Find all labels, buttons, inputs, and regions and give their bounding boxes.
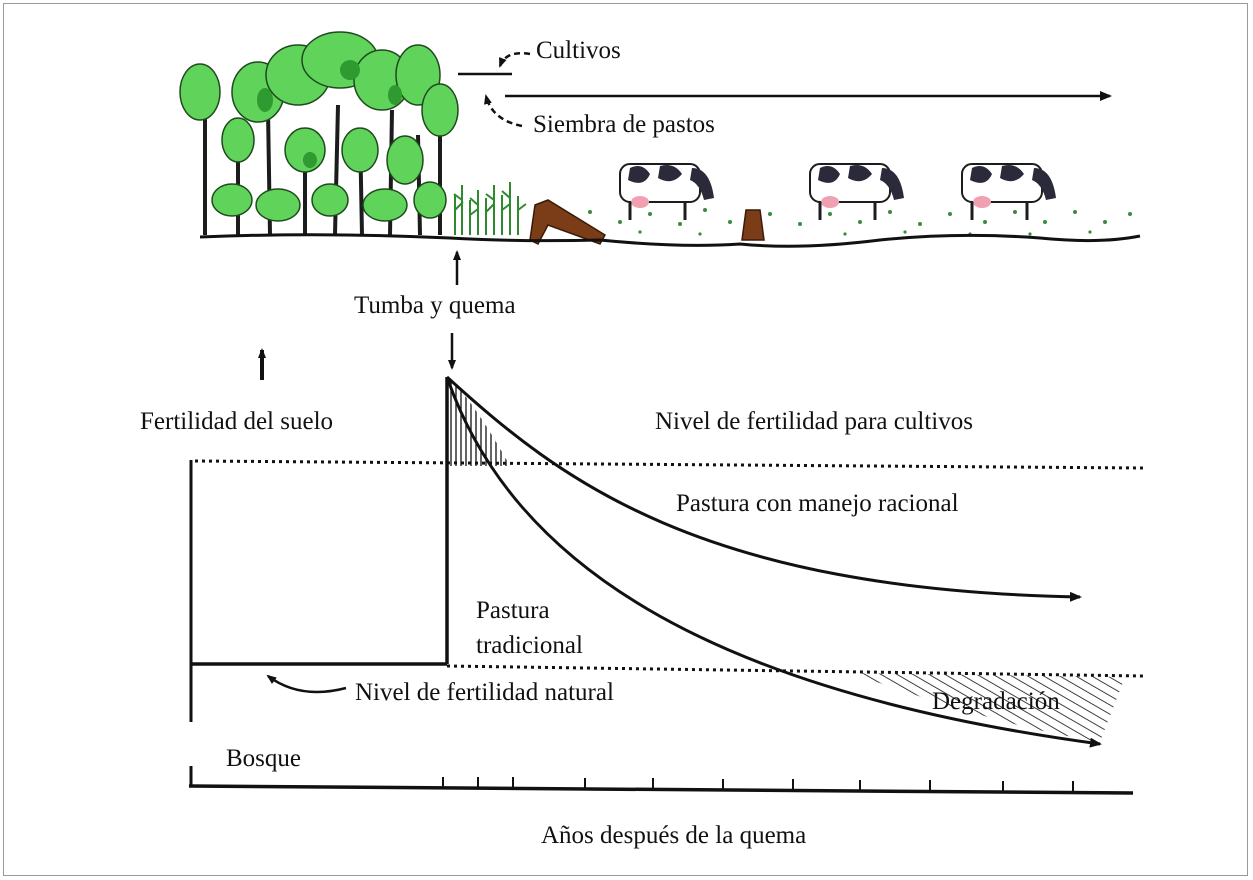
natural-fertility-label: Nivel de fertilidad natural: [355, 679, 614, 706]
forest-label: Bosque: [226, 745, 301, 772]
crop-window-hatch: [447, 377, 510, 466]
crop-fertility-label: Nivel de fertilidad para cultivos: [655, 408, 973, 435]
forest-illustration: [179, 31, 459, 236]
soil-fertility-label: Fertilidad del suelo: [140, 408, 334, 435]
traditional-pasture-label-line2: tradicional: [476, 632, 583, 659]
grass-illustration: [558, 208, 1132, 236]
crop-fertility-level-line: [194, 459, 1144, 470]
rational-pasture-label: Pastura con manejo racional: [676, 490, 959, 517]
traditional-pasture-label-line1: Pastura: [476, 597, 550, 624]
ground-line: [199, 233, 1141, 248]
tumba-label: Tumba y quema: [354, 292, 516, 319]
degradation-hatch: [850, 673, 1125, 742]
fallen-log-illustration: [529, 199, 607, 245]
degradation-label: Degradación: [932, 688, 1060, 715]
crops-illustration: [453, 182, 527, 235]
cultivos-label: Cultivos: [536, 37, 621, 64]
figure-frame: [3, 3, 1248, 876]
tree-stump-illustration: [741, 209, 765, 241]
x-axis: [188, 784, 1134, 795]
natural-level-pointer-arrow: [266, 674, 347, 694]
traditional-pasture-curve: [445, 376, 1102, 748]
siembra-label: Siembra de pastos: [533, 111, 715, 138]
cow-illustration: [619, 163, 1056, 220]
x-axis-ticks: [442, 777, 1074, 792]
x-axis-label: Años después de la quema: [541, 822, 807, 849]
cultivos-curved-arrow: [498, 52, 531, 68]
rational-pasture-curve: [445, 375, 1082, 602]
siembra-curved-arrow: [484, 94, 523, 128]
